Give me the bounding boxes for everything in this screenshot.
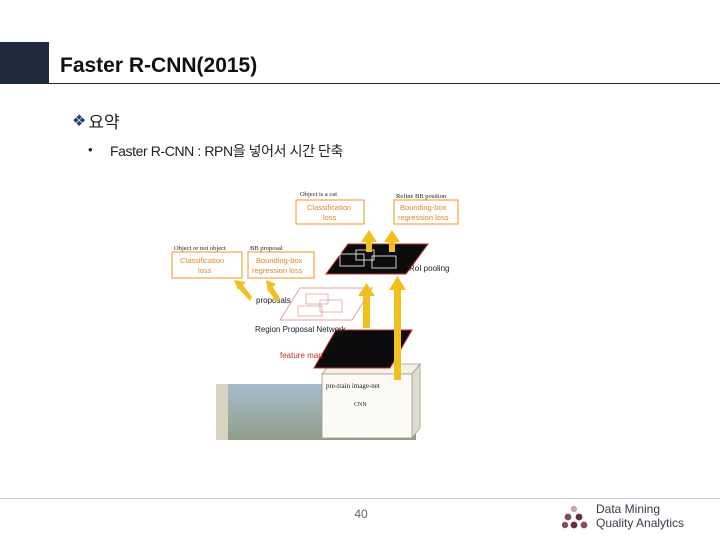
arrow-roi-to-cls — [361, 230, 377, 252]
page-title: Faster R-CNN(2015) — [60, 54, 258, 77]
left-classification-loss-box — [171, 251, 243, 279]
left-bbox-title: BB proposal — [250, 245, 283, 252]
left-bbox-loss-line2: regression loss — [252, 266, 303, 275]
arrow-cnn-to-rpn — [358, 283, 375, 328]
bullet-text: Faster R-CNN : RPN을 넣어서 시간 단축 — [110, 143, 344, 159]
top-classification-loss-box — [295, 199, 365, 225]
image-label: image — [348, 431, 363, 437]
feature-map-plane — [313, 329, 413, 369]
section-heading-text: 요약 — [88, 113, 120, 132]
rpn-label: Region Proposal Network — [255, 325, 347, 334]
top-bbox-loss-line2: regression loss — [398, 213, 449, 222]
left-bbox-loss-box — [247, 251, 315, 279]
roi-box-3 — [355, 249, 375, 261]
top-classification-loss-line2: loss — [323, 213, 337, 222]
page-number: 40 — [354, 507, 368, 521]
top-bbox-loss-line1: Bounding-box — [400, 203, 447, 212]
cnn-box-side — [411, 362, 421, 440]
top-classification-loss-line1: Classification — [307, 203, 351, 212]
cnn-box-front — [321, 373, 413, 439]
left-bbox-loss-line1: Bounding-box — [256, 256, 303, 265]
left-cls-title: Object or not object — [174, 245, 226, 252]
lab-logo-text: Data Mining Quality Analytics — [596, 502, 684, 530]
proposal-box-3 — [297, 305, 323, 317]
arrow-proposals-to-left — [234, 280, 252, 301]
proposals-label: proposals — [256, 296, 291, 305]
proposal-box-1 — [305, 293, 329, 305]
left-classification-loss-line1: Classification — [180, 256, 224, 265]
footer-divider — [0, 498, 720, 499]
header-divider — [49, 83, 720, 84]
cnn-label: CNN — [354, 402, 367, 408]
logo-line-2: Quality Analytics — [596, 516, 685, 530]
header-accent-block — [0, 42, 49, 84]
lab-logo-mark — [562, 505, 588, 529]
arrow-roi-to-bbox — [384, 230, 400, 252]
top-bbox-loss-box — [393, 199, 459, 225]
input-image-left-edge — [216, 384, 228, 440]
roi-pooling-label: RoI pooling — [409, 264, 449, 273]
roi-pooling-plane — [325, 243, 429, 275]
left-classification-loss-line2: loss — [198, 266, 212, 275]
top-bbox-title: Refine BB position — [396, 193, 447, 200]
logo-line-1: Data Mining — [596, 502, 661, 516]
arrow-proposals-to-left2 — [266, 280, 280, 302]
feature-map-label: feature map — [280, 351, 323, 360]
top-cls-title: Object is a cat — [300, 191, 337, 198]
diamond-bullet-icon: ❖ — [72, 112, 87, 130]
section-heading: ❖ 요약 — [72, 108, 120, 133]
roi-box-2 — [371, 255, 397, 269]
faster-rcnn-diagram: pre-train image-net CNN image feature ma… — [171, 191, 459, 440]
bullet-dot-icon: • — [88, 142, 93, 157]
pretrain-label: pre-train image-net — [326, 382, 380, 390]
arrow-to-roi — [389, 276, 406, 380]
